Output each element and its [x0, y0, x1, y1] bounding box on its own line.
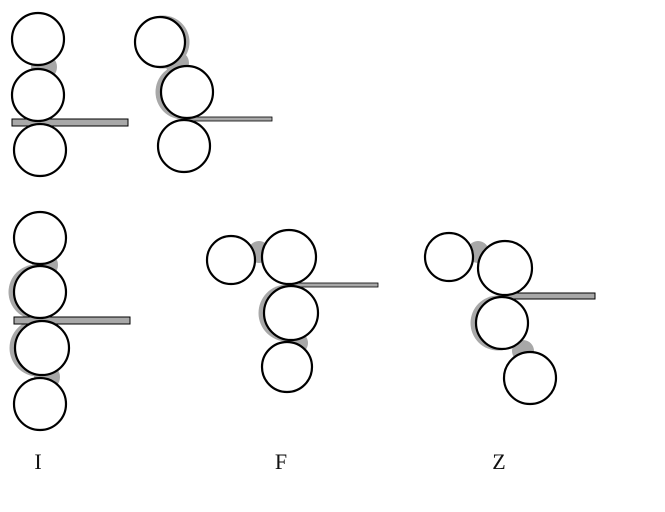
sheet-strip	[185, 116, 273, 122]
roll-circle	[502, 350, 558, 406]
roll-circle	[10, 67, 66, 123]
roll-circle	[12, 122, 68, 178]
roll-circle	[12, 210, 68, 266]
roll-circle	[423, 231, 475, 283]
roll-circle	[260, 340, 314, 394]
sheet-strip	[292, 282, 379, 288]
diagram-label-z: Z	[492, 449, 505, 474]
diagram-label-i: I	[34, 449, 41, 474]
roll-circle	[476, 239, 534, 297]
roll-circle	[262, 284, 320, 342]
roll-circle	[260, 228, 318, 286]
roll-circle	[13, 319, 71, 377]
diagram-three-roll-vertical-stack	[10, 11, 129, 178]
sheet-strip	[13, 316, 131, 325]
roll-circle	[159, 64, 215, 120]
sheet-strip	[11, 118, 129, 127]
roll-circle	[474, 295, 530, 351]
diagram-four-roll-z-type	[423, 231, 596, 406]
roll-circle	[205, 234, 257, 286]
diagram-three-roll-offset-stack	[133, 15, 273, 174]
roll-circle	[12, 264, 68, 320]
sheet-strip	[502, 292, 596, 300]
roll-circle	[156, 118, 212, 174]
diagram-four-roll-f-type	[205, 228, 379, 394]
diagram-four-roll-i-type	[8, 210, 131, 432]
diagram-label-f: F	[275, 449, 287, 474]
roll-circle	[133, 15, 187, 69]
roll-circle	[12, 376, 68, 432]
roll-circle	[10, 11, 66, 67]
